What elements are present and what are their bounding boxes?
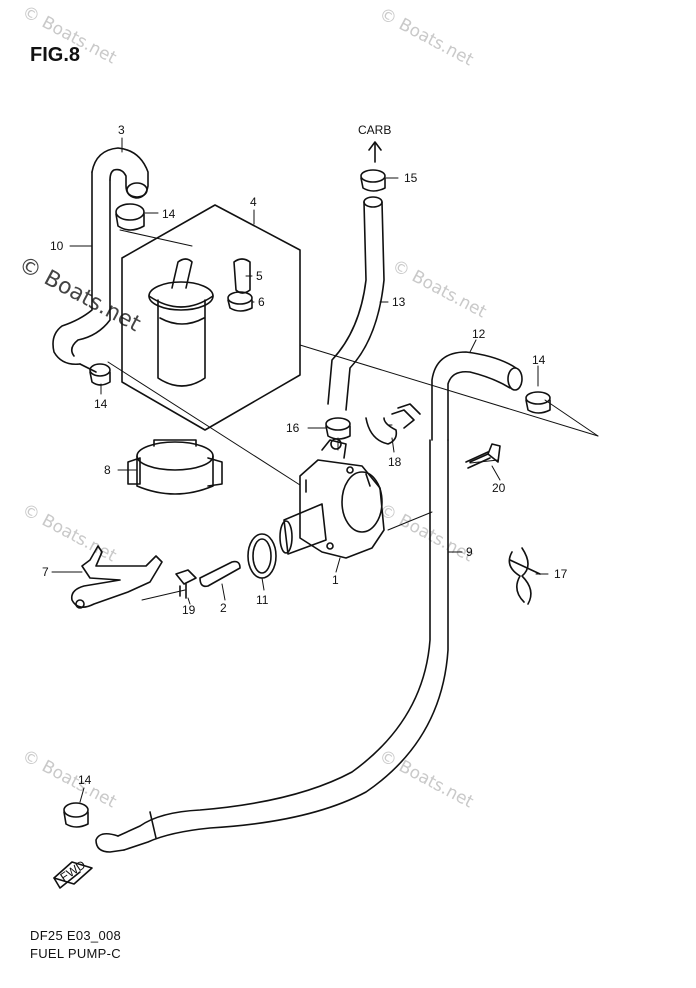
figure-title: FIG.8 [30,44,81,66]
part-label-7: 7 [42,565,49,579]
fwd-arrow [53,861,93,889]
o-ring-11 [247,533,277,579]
part-label-13: 13 [392,295,406,309]
part-label-3: 3 [118,123,125,137]
clamp-18 [365,403,421,445]
part-label-14: 14 [532,353,546,367]
fwd-label: FWD [58,857,89,884]
footer-code: DF25 E03_008 [30,928,122,943]
part-label-12: 12 [472,327,486,341]
part-label-16: 16 [286,421,300,435]
clip-14-upper-left [115,203,145,231]
part-label-19: 19 [182,603,196,617]
hose-9 [95,439,449,853]
part-label-15: 15 [404,171,418,185]
hose-10 [52,171,111,373]
hose-12 [431,351,523,441]
clip-16 [325,417,351,440]
part-label-11: 11 [256,593,269,607]
guide-lines [107,229,599,601]
part-label-2: 2 [220,601,227,615]
part-label-20: 20 [492,481,506,495]
part-label-6: 6 [258,295,265,309]
leader-lines [51,137,549,803]
clip-14-right [525,391,551,414]
fuel-pump-1 [279,438,385,559]
hose-3 [91,147,149,199]
bracket-8 [127,439,223,495]
filter-assembly-box [121,204,301,431]
bolt-19 [175,569,197,599]
carb-label: CARB [358,123,391,137]
part-label-9: 9 [466,545,473,559]
clip-14-bottom [63,802,89,828]
carb-arrow [368,141,382,163]
part-label-1: 1 [332,573,339,587]
part-label-8: 8 [104,463,111,477]
fuel-filter [148,258,214,387]
part-label-17: 17 [554,567,568,581]
bolt-20 [465,443,501,469]
part-label-5: 5 [256,269,263,283]
clip-17 [508,547,541,605]
clip-15 [360,169,386,192]
footer-caption: FUEL PUMP-C [30,946,121,961]
clip-14-left [89,363,111,386]
part-label-14: 14 [78,773,92,787]
hose-13 [327,196,385,411]
part-label-18: 18 [388,455,402,469]
bracket-7 [70,545,163,609]
pin-2 [199,560,241,588]
part-label-14: 14 [94,397,108,411]
part-label-10: 10 [50,239,64,253]
part-label-14: 14 [162,207,176,221]
clip-6 [227,291,253,312]
part-label-4: 4 [250,195,257,209]
